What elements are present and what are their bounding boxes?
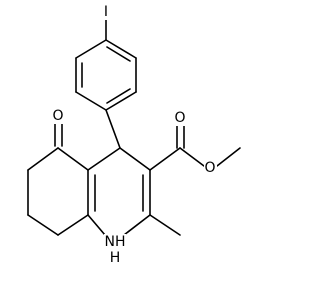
bond-phenyl-c4 bbox=[105, 109, 121, 149]
bond-ph3 bbox=[105, 91, 137, 111]
molecule-diagram: I O O O NH H bbox=[27, 4, 241, 266]
bond-n1-c8a bbox=[87, 214, 106, 236]
iodophenyl-ring bbox=[75, 17, 137, 111]
bond-oether-ch3 bbox=[216, 147, 241, 167]
atom-label-amine: NH bbox=[105, 234, 126, 250]
bond-c4-c3 bbox=[119, 147, 151, 171]
bond-c7-c8 bbox=[27, 214, 59, 236]
mask-amine bbox=[104, 234, 126, 266]
bond-ph1 bbox=[105, 39, 137, 59]
cyclohexenone-ring bbox=[27, 123, 89, 236]
bond-c4a-c4 bbox=[87, 147, 121, 171]
atom-label-iodine: I bbox=[104, 4, 108, 20]
atom-label-ketone-oxygen: O bbox=[52, 108, 63, 124]
mask-ester-ether-oxygen bbox=[204, 160, 217, 176]
bond-ph6 bbox=[75, 39, 107, 59]
bond-c2-n1 bbox=[123, 214, 151, 236]
atom-label-ester-ether-oxygen: O bbox=[204, 160, 215, 176]
bond-ph4 bbox=[75, 91, 107, 111]
bond-c5-c6 bbox=[27, 147, 59, 171]
bond-c4a-c5 bbox=[57, 147, 89, 171]
bond-c3-ccarbonyl bbox=[149, 147, 181, 171]
atom-label-ester-carbonyl-oxygen: O bbox=[174, 110, 185, 126]
atom-label-amine-hydrogen: H bbox=[110, 250, 121, 266]
structure-drawing: I O O O NH H bbox=[27, 4, 241, 266]
methyl-ester-group bbox=[149, 125, 241, 171]
mask-iodine bbox=[100, 4, 113, 20]
bond-ph-inner-1 bbox=[106, 46, 131, 62]
bond-c8-c8a bbox=[57, 214, 89, 236]
bond-ph-inner-2 bbox=[106, 88, 131, 104]
mask-ketone-oxygen bbox=[52, 108, 65, 124]
bond-c2-methyl bbox=[149, 214, 181, 236]
bond-ccarbonyl-oether bbox=[179, 147, 205, 167]
mask-ester-carbonyl-oxygen bbox=[174, 110, 187, 126]
dihydropyridine-ring bbox=[87, 147, 151, 236]
